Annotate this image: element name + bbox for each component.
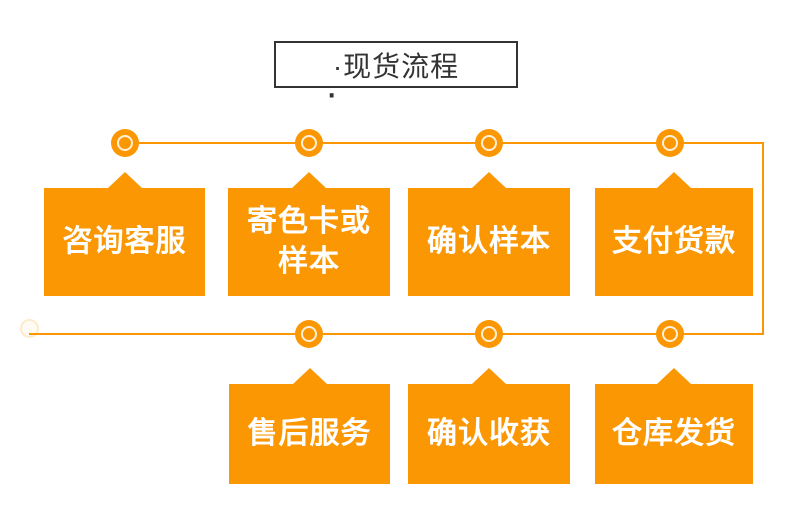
step-box-consult-service: 咨询客服 bbox=[44, 172, 205, 296]
pointer-up-icon bbox=[107, 172, 142, 188]
connector-line-top bbox=[125, 142, 764, 144]
pointer-up-icon bbox=[472, 172, 506, 188]
step-label: 仓库发货 bbox=[612, 416, 736, 450]
pointer-up-icon bbox=[472, 368, 506, 384]
step-label: 支付货款 bbox=[612, 224, 736, 258]
step-box-after-sales: 售后服务 bbox=[229, 368, 390, 484]
step-box-warehouse-ship: 仓库发货 bbox=[595, 368, 753, 484]
flow-node-icon bbox=[111, 129, 139, 157]
node-ring-icon bbox=[117, 135, 133, 151]
faint-node-icon bbox=[20, 319, 39, 338]
stray-dot: · bbox=[325, 71, 339, 115]
flow-node-icon bbox=[475, 129, 503, 157]
step-box-send-color-card: 寄色卡或样本 bbox=[228, 172, 390, 296]
flow-node-icon bbox=[656, 320, 684, 348]
flow-node-icon bbox=[295, 129, 323, 157]
pointer-up-icon bbox=[292, 368, 327, 384]
flow-node-icon bbox=[295, 320, 323, 348]
flow-node-icon bbox=[656, 129, 684, 157]
pointer-up-icon bbox=[292, 172, 326, 188]
node-ring-icon bbox=[301, 326, 317, 342]
step-label: 咨询客服 bbox=[62, 224, 187, 258]
node-ring-icon bbox=[481, 326, 497, 342]
pointer-up-icon bbox=[657, 368, 691, 384]
node-ring-icon bbox=[481, 135, 497, 151]
step-label: 确认收获 bbox=[427, 416, 551, 450]
step-box-confirm-receipt: 确认收获 bbox=[408, 368, 570, 484]
title-box: ·现货流程 bbox=[274, 41, 518, 88]
node-ring-icon bbox=[662, 326, 678, 342]
connector-line-right bbox=[762, 142, 764, 335]
step-label: 售后服务 bbox=[247, 416, 372, 450]
step-label: 寄色卡或样本 bbox=[247, 204, 371, 279]
page-title: ·现货流程 bbox=[332, 50, 460, 82]
connector-line-bottom bbox=[29, 333, 764, 335]
node-ring-icon bbox=[662, 135, 678, 151]
pointer-up-icon bbox=[657, 172, 691, 188]
step-box-pay-for-goods: 支付货款 bbox=[595, 172, 753, 296]
step-label: 确认样本 bbox=[427, 224, 551, 258]
node-ring-icon bbox=[301, 135, 317, 151]
step-box-confirm-sample: 确认样本 bbox=[408, 172, 570, 296]
flow-node-icon bbox=[475, 320, 503, 348]
